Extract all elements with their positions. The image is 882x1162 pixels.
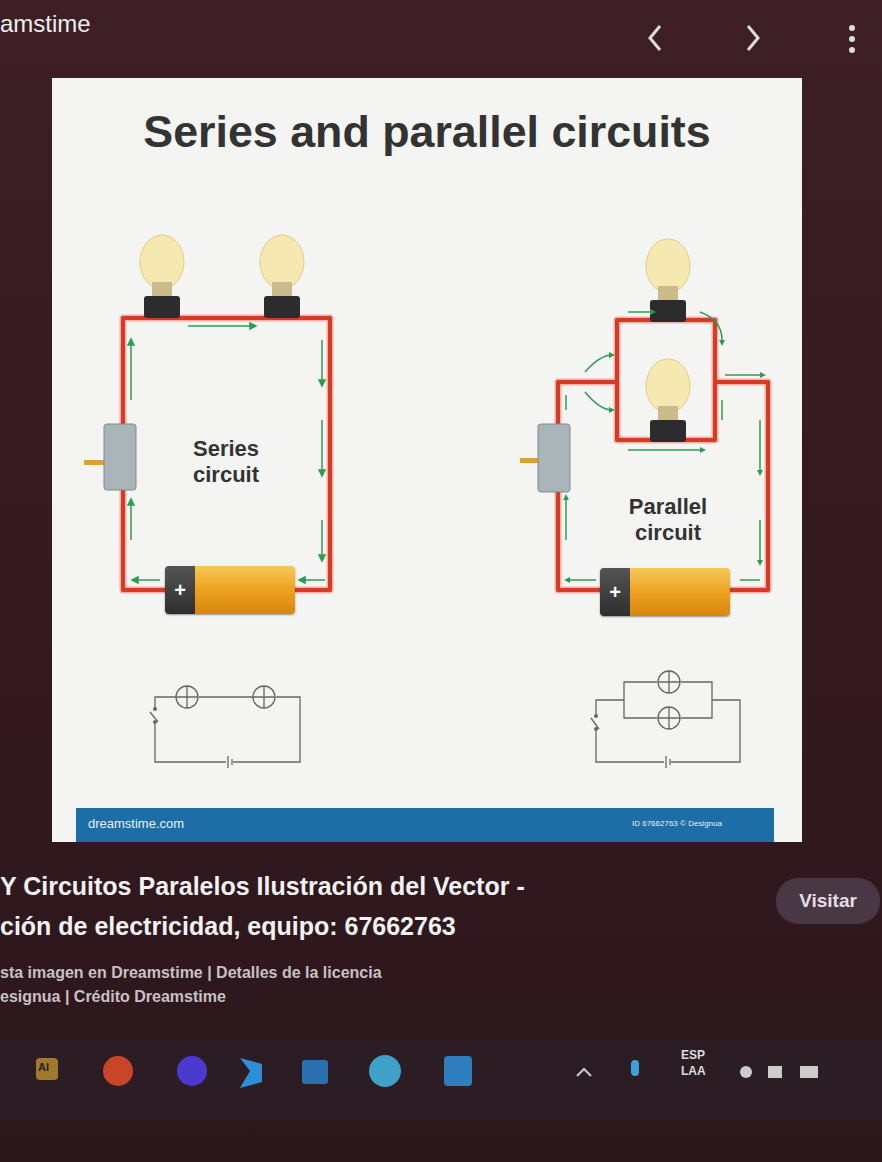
battery-body — [630, 568, 730, 616]
battery-terminal: + — [165, 566, 195, 614]
switch — [520, 424, 570, 492]
bulb — [260, 235, 304, 318]
visit-button: Visitar — [776, 878, 880, 924]
watermark: dreamstime.com — [88, 816, 184, 831]
button-text: Visitar — [799, 890, 857, 912]
battery-terminal: + — [600, 568, 630, 616]
battery: + — [165, 566, 295, 614]
prev-chevron — [650, 26, 660, 50]
title: Series and parallel circuits — [52, 106, 802, 157]
parallel-schematic — [591, 671, 740, 768]
circuit-label: Parallel circuit — [612, 494, 724, 547]
app-icon-label: AI — [38, 1061, 49, 1073]
menu-dots — [849, 25, 855, 53]
next-chevron — [748, 26, 758, 50]
bulb — [646, 239, 690, 322]
taskbar — [0, 1040, 882, 1120]
site-name: amstime — [0, 10, 91, 38]
bulb — [646, 359, 690, 442]
series-schematic — [150, 686, 300, 768]
source-line: esignua | Crédito Dreamstime — [0, 988, 226, 1006]
switch-dots — [153, 707, 598, 731]
footer-strip — [76, 808, 774, 842]
parallel-wires — [558, 320, 768, 590]
current-arrows — [566, 312, 760, 580]
image-id: ID 67662763 © Designua — [632, 819, 722, 828]
circuit-label: Series circuit — [176, 436, 276, 489]
series-wires — [123, 318, 330, 590]
bulb — [140, 235, 184, 318]
battery-body — [195, 566, 295, 614]
arrow-heads — [563, 309, 766, 583]
current-arrows — [128, 323, 325, 583]
image-panel — [52, 78, 802, 842]
language-indicator: ESP — [681, 1048, 705, 1062]
switch — [84, 424, 136, 490]
source-line: sta imagen en Dreamstime | Detalles de l… — [0, 964, 382, 982]
caption: ción de electricidad, equipo: 67662763 — [0, 912, 456, 941]
battery: + — [600, 568, 730, 616]
language-indicator: LAA — [681, 1064, 706, 1078]
caption: Y Circuitos Paralelos Ilustración del Ve… — [0, 872, 525, 901]
